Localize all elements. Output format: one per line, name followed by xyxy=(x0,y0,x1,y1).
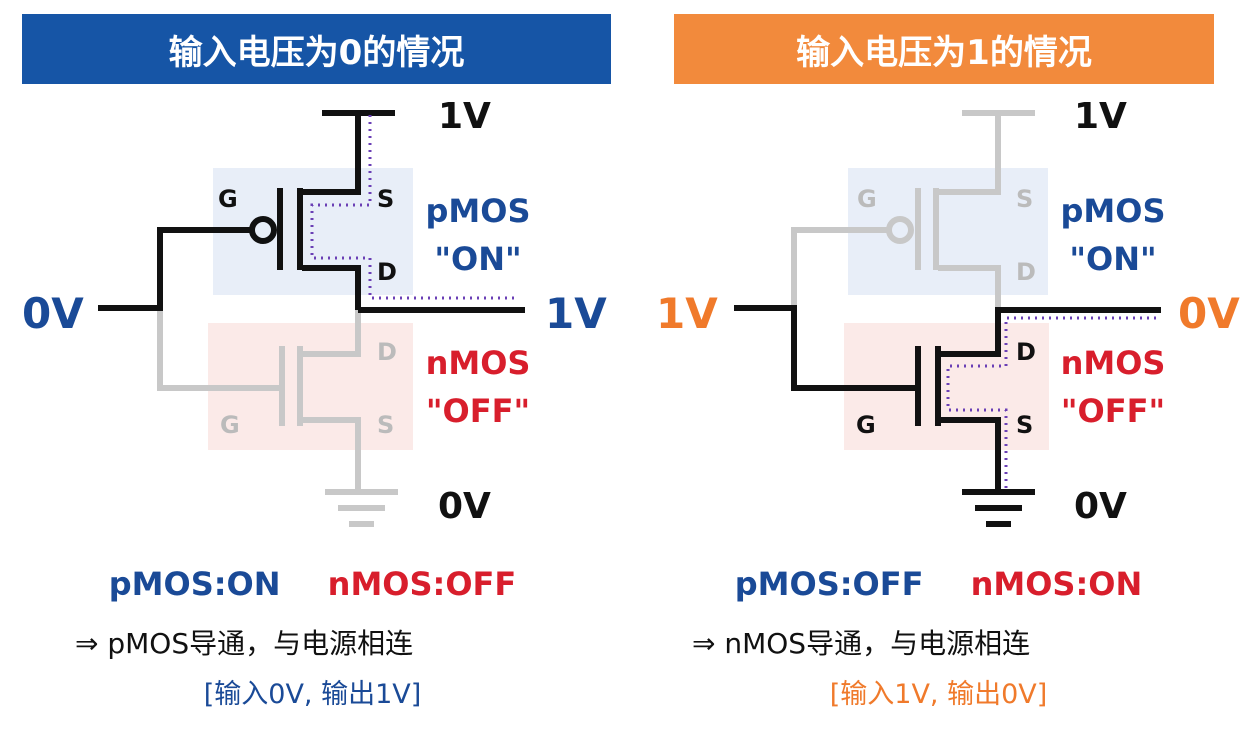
pmos-status: pMOS:ON xyxy=(108,565,281,603)
status-line: pMOS:ON nMOS:OFF xyxy=(0,565,625,603)
nmos-transistor xyxy=(157,308,361,492)
gnd-label: 0V xyxy=(1074,486,1127,527)
pmos-transistor xyxy=(98,110,525,313)
pmos-state: "ON" xyxy=(434,240,521,278)
pmos-state: "ON" xyxy=(1069,240,1156,278)
gnd-label: 0V xyxy=(438,486,491,527)
cmos-inverter-diagram: G S D D G S 1V 0V 0V 1V pMOS "ON" nMOS "… xyxy=(22,96,607,527)
io-summary: [输入1V, 输出0V] xyxy=(829,679,1048,710)
pmos-status: pMOS:OFF xyxy=(734,565,924,603)
nmos-state: "OFF" xyxy=(1061,392,1165,430)
input-voltage: 1V xyxy=(656,289,718,338)
panel-input-0: 输入电压为0的情况 xyxy=(0,0,625,730)
panel-input-1: 输入电压为1的情况 G S D xyxy=(626,0,1251,730)
pin-s-bot: S xyxy=(1016,411,1033,439)
pin-s-top: S xyxy=(377,185,394,213)
conclusion-note: ⇒ nMOS导通，与电源相连 xyxy=(692,627,1031,660)
vdd-label: 1V xyxy=(438,96,491,137)
pmos-label: pMOS xyxy=(1061,192,1166,230)
pin-d-top: D xyxy=(377,258,397,286)
pin-g-top: G xyxy=(218,185,238,213)
input-voltage: 0V xyxy=(22,289,84,338)
pmos-transistor xyxy=(791,110,1035,310)
ground-symbol xyxy=(962,489,1035,527)
output-voltage: 0V xyxy=(1178,289,1240,338)
current-path xyxy=(946,316,1156,490)
pin-g-bot: G xyxy=(856,411,876,439)
nmos-transistor xyxy=(734,305,1161,492)
pin-d-bot: D xyxy=(377,338,397,366)
panel-title: 输入电压为0的情况 xyxy=(22,14,611,84)
nmos-label: nMOS xyxy=(1061,344,1166,382)
pin-g-bot: G xyxy=(220,411,240,439)
cmos-inverter-diagram: G S D D G S 1V 0V 1V 0V pMOS "ON" nMOS "… xyxy=(656,96,1240,527)
panel-title: 输入电压为1的情况 xyxy=(674,14,1214,84)
io-summary: [输入0V, 输出1V] xyxy=(203,679,422,710)
nmos-status: nMOS:ON xyxy=(970,565,1143,603)
output-voltage: 1V xyxy=(545,289,607,338)
conclusion-note: ⇒ pMOS导通，与电源相连 xyxy=(75,627,414,660)
status-line: pMOS:OFF nMOS:ON xyxy=(626,565,1251,603)
pin-s-bot: S xyxy=(377,411,394,439)
pin-d-bot: D xyxy=(1016,338,1036,366)
pmos-label: pMOS xyxy=(426,192,531,230)
nmos-status: nMOS:OFF xyxy=(327,565,517,603)
pin-g-top: G xyxy=(857,185,877,213)
vdd-label: 1V xyxy=(1074,96,1127,137)
pin-s-top: S xyxy=(1016,185,1033,213)
ground-symbol xyxy=(325,489,398,527)
nmos-label: nMOS xyxy=(426,344,531,382)
nmos-state: "OFF" xyxy=(426,392,530,430)
pin-d-top: D xyxy=(1016,258,1036,286)
